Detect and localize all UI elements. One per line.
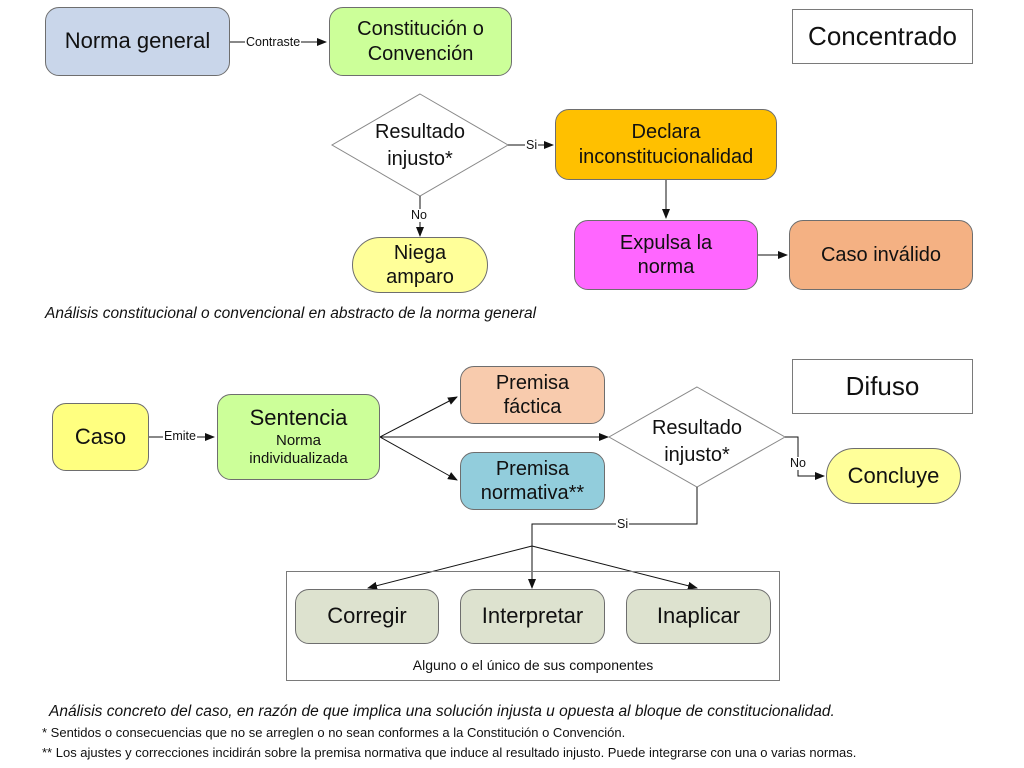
premisa-normativa-line2: normativa** (480, 482, 585, 504)
concluye-box: Concluye (826, 448, 961, 504)
expulsa-line1: Expulsa la (619, 231, 713, 254)
resultado-bottom-line2: injusto* (664, 444, 730, 466)
declara-line1: Declara (631, 121, 701, 144)
inaplicar-label: Inaplicar (656, 603, 741, 629)
no-label-top: No (410, 208, 428, 222)
footnote-1: * Sentidos o consecuencias que no se arr… (42, 725, 626, 740)
resultado-injusto-top: Resultado injusto* (340, 118, 500, 174)
arrow-resultado-concluye (785, 436, 825, 480)
inaplicar-box: Inaplicar (626, 589, 771, 644)
caso-box: Caso (52, 403, 149, 471)
arrow-to-corregir (367, 545, 533, 590)
premisa-normativa-line1: Premisa (495, 457, 570, 480)
concentrado-box: Concentrado (792, 9, 973, 64)
resultado-top-line2: injusto* (387, 148, 453, 170)
sentencia-box: Sentencia Norma individualizada (217, 394, 380, 480)
concentrado-label: Concentrado (808, 20, 957, 51)
caso-invalido-label: Caso inválido (820, 243, 942, 266)
caso-label: Caso (74, 423, 127, 449)
concluye-label: Concluye (847, 462, 940, 488)
si-label-top: Si (525, 138, 539, 152)
sentencia-sub1: Norma (275, 432, 321, 450)
caso-invalido-box: Caso inválido (789, 220, 973, 290)
resultado-bottom-line1: Resultado (651, 417, 743, 439)
premisa-factica-line2: fáctica (503, 396, 562, 418)
si-label-bottom: Si (616, 517, 630, 531)
premisa-normativa-box: Premisa normativa** (460, 452, 605, 510)
difuso-label: Difuso (845, 370, 920, 401)
components-group-label: Alguno o el único de sus componentes (412, 656, 654, 673)
top-caption: Análisis constitucional o convencional e… (45, 305, 537, 322)
resultado-top-line1: Resultado (374, 121, 466, 143)
premisa-factica-line1: Premisa (495, 371, 570, 394)
expulsa-box: Expulsa la norma (574, 220, 758, 290)
sentencia-sub2: individualizada (249, 450, 348, 468)
footnote-2: ** Los ajustes y correcciones incidirán … (42, 745, 857, 760)
corregir-label: Corregir (327, 603, 407, 629)
contraste-label: Contraste (245, 35, 302, 49)
constitucion-box: Constitución o Convención (329, 7, 512, 76)
premisa-factica-box: Premisa fáctica (460, 366, 605, 424)
declara-line2: inconstitucionalidad (578, 145, 754, 168)
components-group-box: Alguno o el único de sus componentes (286, 571, 780, 681)
niega-line2: amparo (386, 266, 454, 288)
constitucion-line1: Constitución o (357, 18, 484, 41)
difuso-box: Difuso (792, 359, 973, 414)
emite-label: Emite (163, 429, 197, 443)
constitucion-line2: Convención (367, 42, 474, 65)
interpretar-box: Interpretar (460, 589, 605, 644)
arrow-sentencia-normativa (379, 436, 458, 481)
resultado-injusto-bottom: Resultado injusto* (617, 415, 777, 469)
arrow-to-inaplicar (531, 545, 698, 590)
expulsa-line2: norma (637, 256, 695, 278)
corregir-box: Corregir (295, 589, 439, 644)
bottom-caption: Análisis concreto del caso, en razón de … (49, 703, 835, 720)
norma-general-box: Norma general (45, 7, 230, 76)
norma-general-label: Norma general (64, 28, 211, 54)
sentencia-title: Sentencia (249, 405, 348, 431)
niega-line1: Niega (393, 241, 447, 264)
arrow-sentencia-factica (379, 396, 458, 438)
no-label-bottom: No (789, 456, 807, 470)
line-resultado-si (531, 487, 698, 546)
declara-box: Declara inconstitucionalidad (555, 109, 777, 180)
niega-amparo-box: Niega amparo (352, 237, 488, 293)
interpretar-label: Interpretar (481, 603, 584, 629)
